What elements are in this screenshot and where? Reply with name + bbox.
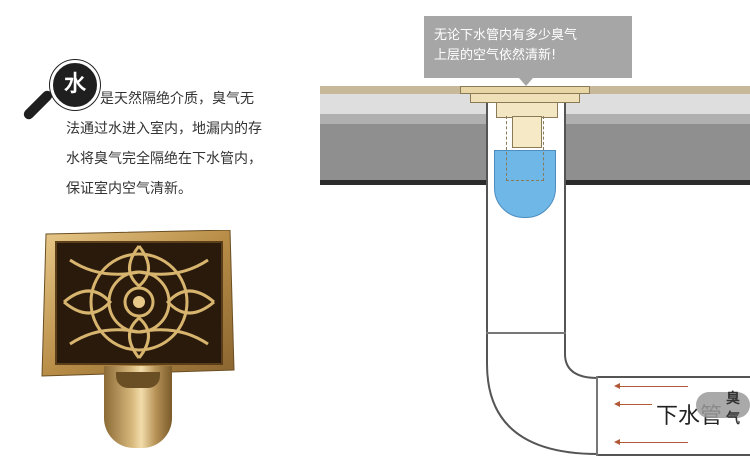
horizontal-pipe-joint (596, 376, 598, 456)
description-line-1: 是天然隔绝介质，臭气无 (100, 91, 254, 107)
description-text: 是天然隔绝介质，臭气无 法通过水进入室内，地漏内的存 水将臭气完全隔绝在下水管内… (66, 84, 298, 204)
smell-arrow-head-2 (614, 401, 620, 407)
badge-char: 水 (63, 72, 86, 97)
trap-outline (506, 116, 544, 181)
smell-arrow-head-1 (614, 383, 620, 389)
smell-label: 臭气 (726, 391, 740, 427)
description-line-3: 水将臭气完全隔绝在下水管内， (66, 151, 262, 167)
water-seal (494, 150, 556, 218)
tooltip-arrow (519, 78, 533, 86)
smell-arrow-head-3 (614, 439, 620, 445)
smell-arrow-line-3 (618, 442, 688, 443)
smell-cloud-icon (696, 392, 750, 418)
pipe-elbow (486, 334, 599, 455)
description-line-4: 保证室内空气清新。 (66, 181, 192, 197)
smell-arrow-line-1 (618, 386, 688, 387)
pipe-joint (486, 332, 566, 334)
magnifier-icon: 水 (50, 60, 100, 110)
drain-stem-collar (116, 372, 160, 388)
magnifier-handle (21, 88, 55, 122)
brass-floor-drain-image (41, 230, 235, 377)
smell-arrow-line-2 (618, 404, 652, 405)
description-line-2: 法通过水进入室内，地漏内的存 (66, 121, 262, 137)
drain-core (512, 116, 542, 148)
tooltip-box: 无论下水管内有多少臭气 上层的空气依然清新! (424, 16, 632, 78)
tooltip-line-2: 上层的空气依然清新! (434, 48, 557, 63)
tooltip-line-1: 无论下水管内有多少臭气 (434, 28, 578, 43)
